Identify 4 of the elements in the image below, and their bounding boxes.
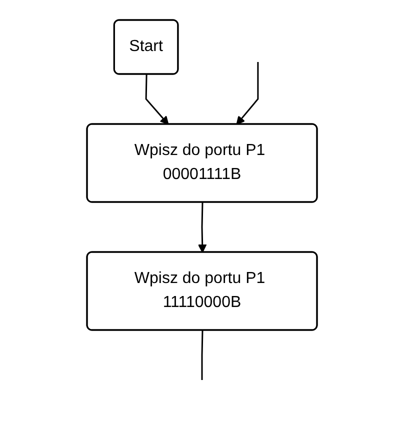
arrow bbox=[236, 62, 258, 125]
arrow bbox=[197, 202, 206, 253]
connector bbox=[200, 330, 203, 380]
arrow bbox=[144, 74, 168, 125]
